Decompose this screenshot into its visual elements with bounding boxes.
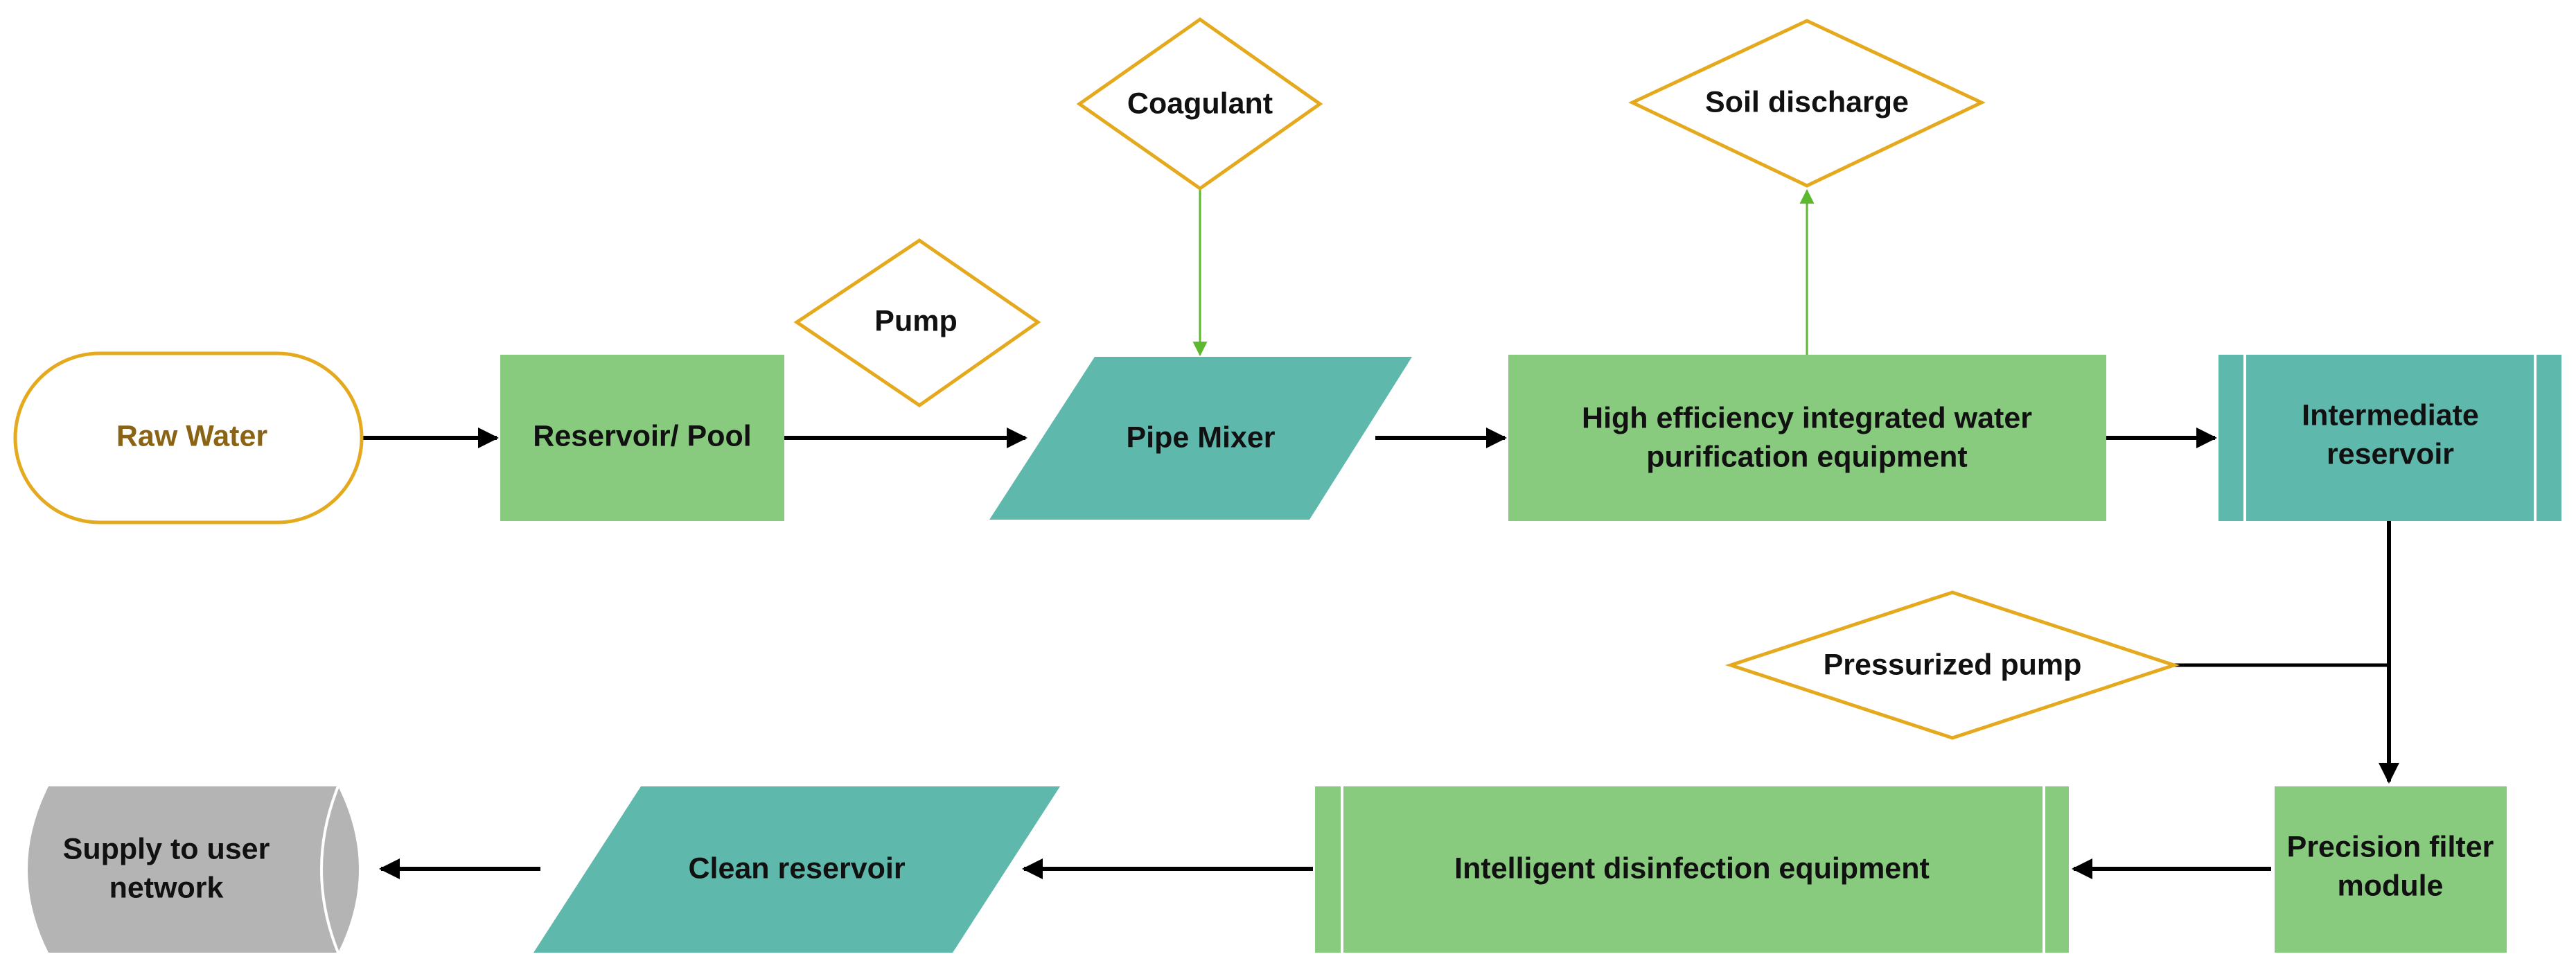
node-pressurized-pump: Pressurized pump <box>1724 590 2180 740</box>
pump-label: Pump <box>874 304 957 337</box>
intermediate-label-line2: reservoir <box>2327 437 2454 470</box>
node-pipe-mixer: Pipe Mixer <box>989 357 1412 520</box>
raw-water-label: Raw Water <box>116 419 267 452</box>
supply-label-line1: Supply to user <box>63 832 270 865</box>
node-coagulant: Coagulant <box>1076 17 1323 191</box>
soil-discharge-label: Soil discharge <box>1705 85 1909 118</box>
clean-reservoir-label: Clean reservoir <box>688 852 905 885</box>
precision-label-line1: Precision filter <box>2287 830 2494 863</box>
purification-label-line2: purification equipment <box>1646 440 1967 473</box>
node-intermediate-reservoir: Intermediate reservoir <box>2218 355 2561 521</box>
pressurized-pump-label: Pressurized pump <box>1824 648 2082 681</box>
node-clean-reservoir: Clean reservoir <box>533 786 1060 953</box>
coagulant-label: Coagulant <box>1127 87 1273 120</box>
node-raw-water: Raw Water <box>13 351 364 524</box>
pipe-mixer-label: Pipe Mixer <box>1126 421 1275 454</box>
node-precision-filter: Precision filter module <box>2275 786 2507 953</box>
node-purification-equipment: High efficiency integrated water purific… <box>1508 355 2106 521</box>
node-reservoir-pool: Reservoir/ Pool <box>500 355 784 521</box>
precision-label-line2: module <box>2338 869 2444 902</box>
reservoir-pool-label: Reservoir/ Pool <box>533 419 751 452</box>
disinfection-label: Intelligent disinfection equipment <box>1454 852 1930 885</box>
node-soil-discharge: Soil discharge <box>1628 19 1986 188</box>
intermediate-label-line1: Intermediate <box>2302 398 2479 432</box>
node-supply-network: Supply to user network <box>28 786 359 953</box>
node-pump: Pump <box>793 238 1041 408</box>
supply-label-line2: network <box>109 871 224 904</box>
purification-label-line1: High efficiency integrated water <box>1582 401 2032 434</box>
node-disinfection-equipment: Intelligent disinfection equipment <box>1315 786 2069 953</box>
